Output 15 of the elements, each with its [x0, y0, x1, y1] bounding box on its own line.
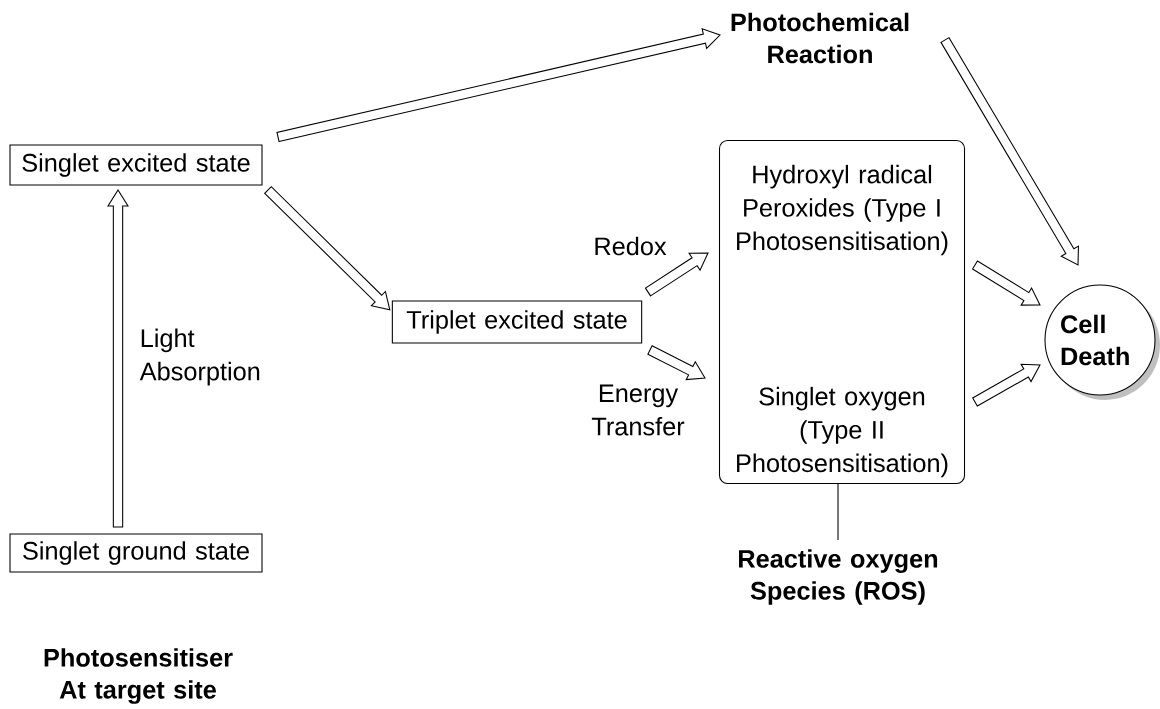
hollow-arrow — [107, 189, 129, 528]
hollow-arrow — [647, 345, 706, 381]
state-box: Singlet excited state — [9, 144, 263, 186]
state-box: Triplet excited state — [391, 300, 643, 344]
edge-label: Light Absorption — [139, 328, 260, 386]
hollow-arrow — [644, 252, 709, 297]
edge-label: Energy Transfer — [591, 384, 685, 436]
caption-text: Photosensitiser At target site — [44, 648, 233, 704]
heading-text: Reactive oxygen Species (ROS) — [739, 549, 938, 605]
species-box: Hydroxyl radical Peroxides (Type I Photosensitisation) Singlet oxygen (Type II Photosensitisation) — [718, 139, 966, 485]
heading-text: Photochemical Reaction — [731, 12, 909, 64]
state-box: Singlet ground state — [9, 533, 263, 573]
hollow-arrow — [276, 28, 721, 143]
edge-label: Redox — [595, 236, 667, 256]
connector-line — [837, 482, 839, 541]
